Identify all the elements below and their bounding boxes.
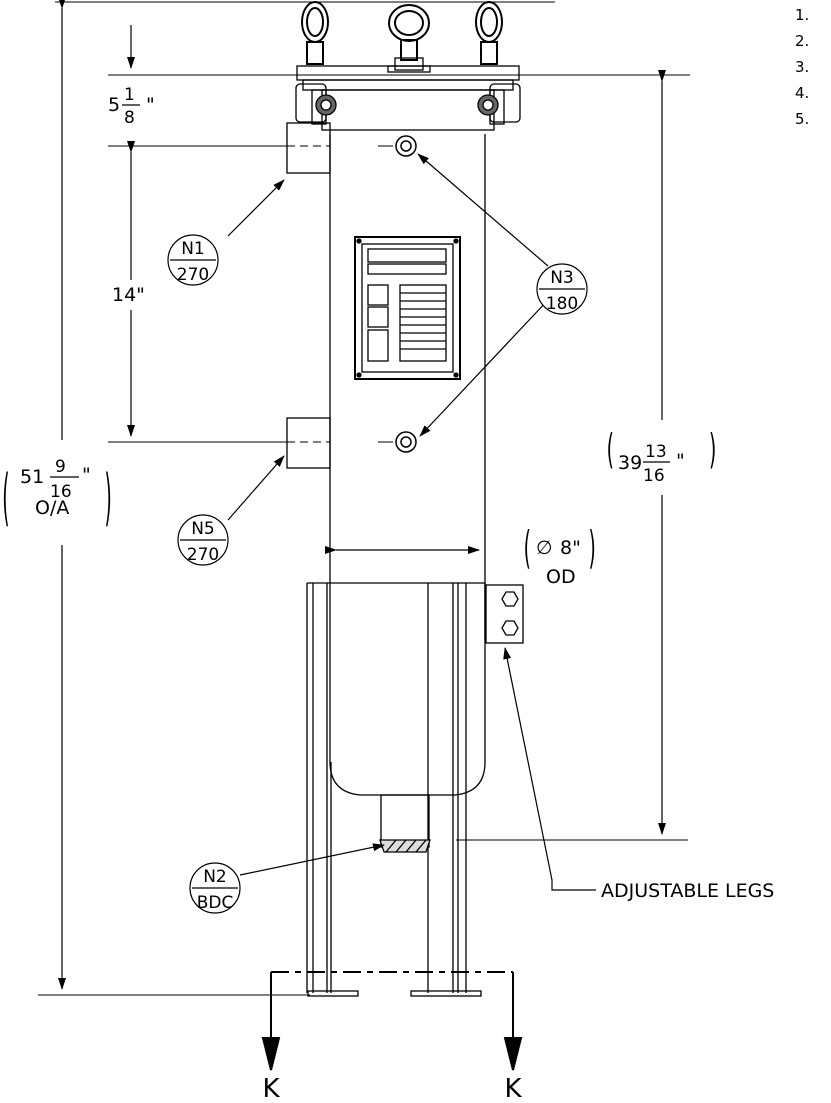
drain-fitting	[379, 839, 431, 853]
svg-text:N2: N2	[203, 867, 227, 887]
dim-diameter: ( ∅ 8" OD )	[524, 524, 596, 588]
svg-text:9: 9	[55, 457, 66, 477]
svg-text:N3: N3	[550, 268, 574, 288]
notes-list: 1. 2. 3. 4. 5.	[795, 6, 809, 128]
svg-text:O/A: O/A	[35, 497, 69, 519]
svg-text:16: 16	[643, 466, 665, 486]
section-label-right: K	[504, 1074, 522, 1103]
note-number: 3.	[795, 58, 809, 76]
svg-text:51: 51	[20, 466, 44, 488]
lifting-eye-left	[301, 1, 329, 65]
nozzle-n1	[286, 122, 331, 174]
svg-text:): )	[105, 462, 112, 534]
vessel-body	[329, 134, 486, 848]
svg-text:": "	[146, 94, 155, 116]
nozzle-n5	[286, 417, 331, 469]
svg-text:(: (	[524, 524, 531, 575]
nozzle-centerlines	[108, 145, 393, 443]
vessel-lid	[295, 57, 521, 131]
svg-text:OD: OD	[546, 566, 576, 588]
svg-text:": "	[676, 450, 685, 472]
svg-text:∅: ∅	[536, 537, 553, 559]
note-number: 1.	[795, 6, 809, 24]
svg-text:16: 16	[50, 482, 72, 502]
tag-n3: N3 180	[536, 263, 588, 315]
tag-n5: N5 270	[177, 514, 229, 566]
support-legs	[306, 582, 524, 997]
svg-text:(: (	[607, 427, 614, 473]
dim-overall: ( 51 9 16 " O/A )	[2, 457, 112, 533]
nameplate	[354, 236, 461, 380]
svg-text:39: 39	[618, 452, 642, 474]
extension-lines	[38, 1, 690, 996]
note-number: 4.	[795, 84, 809, 102]
svg-text:5: 5	[108, 94, 120, 116]
note-number: 2.	[795, 32, 809, 50]
nozzle-n3-upper	[395, 135, 417, 157]
dimension-lines	[58, 0, 666, 990]
lifting-eye-center	[388, 4, 430, 61]
svg-text:): )	[589, 524, 596, 575]
svg-text:BDC: BDC	[197, 893, 234, 913]
svg-text:": "	[82, 464, 91, 486]
leader-lines	[227, 153, 596, 891]
lifting-eye-right	[475, 1, 503, 65]
svg-text:1: 1	[124, 85, 135, 105]
tag-n1: N1 270	[167, 234, 219, 286]
svg-text:13: 13	[645, 442, 667, 462]
section-label-left: K	[262, 1074, 280, 1103]
nozzle-n3-lower	[395, 431, 417, 453]
svg-text:8": 8"	[560, 537, 581, 559]
svg-text:(: (	[2, 462, 9, 534]
dim-body-height: ( 39 13 16 " )	[607, 427, 717, 486]
svg-text:): )	[709, 427, 716, 473]
section-line	[261, 971, 523, 1071]
tag-n2: N2 BDC	[189, 862, 241, 914]
svg-text:N5: N5	[191, 519, 215, 539]
dim-nozzle-spacing: 14"	[112, 284, 145, 306]
adjustable-legs-label: ADJUSTABLE LEGS	[601, 880, 774, 902]
svg-text:8: 8	[124, 108, 135, 128]
svg-text:N1: N1	[181, 239, 205, 259]
svg-text:180: 180	[546, 294, 578, 314]
svg-text:270: 270	[187, 545, 219, 565]
dim-top-offset: 5 1 8 "	[108, 85, 155, 128]
note-number: 5.	[795, 110, 809, 128]
svg-text:270: 270	[177, 265, 209, 285]
